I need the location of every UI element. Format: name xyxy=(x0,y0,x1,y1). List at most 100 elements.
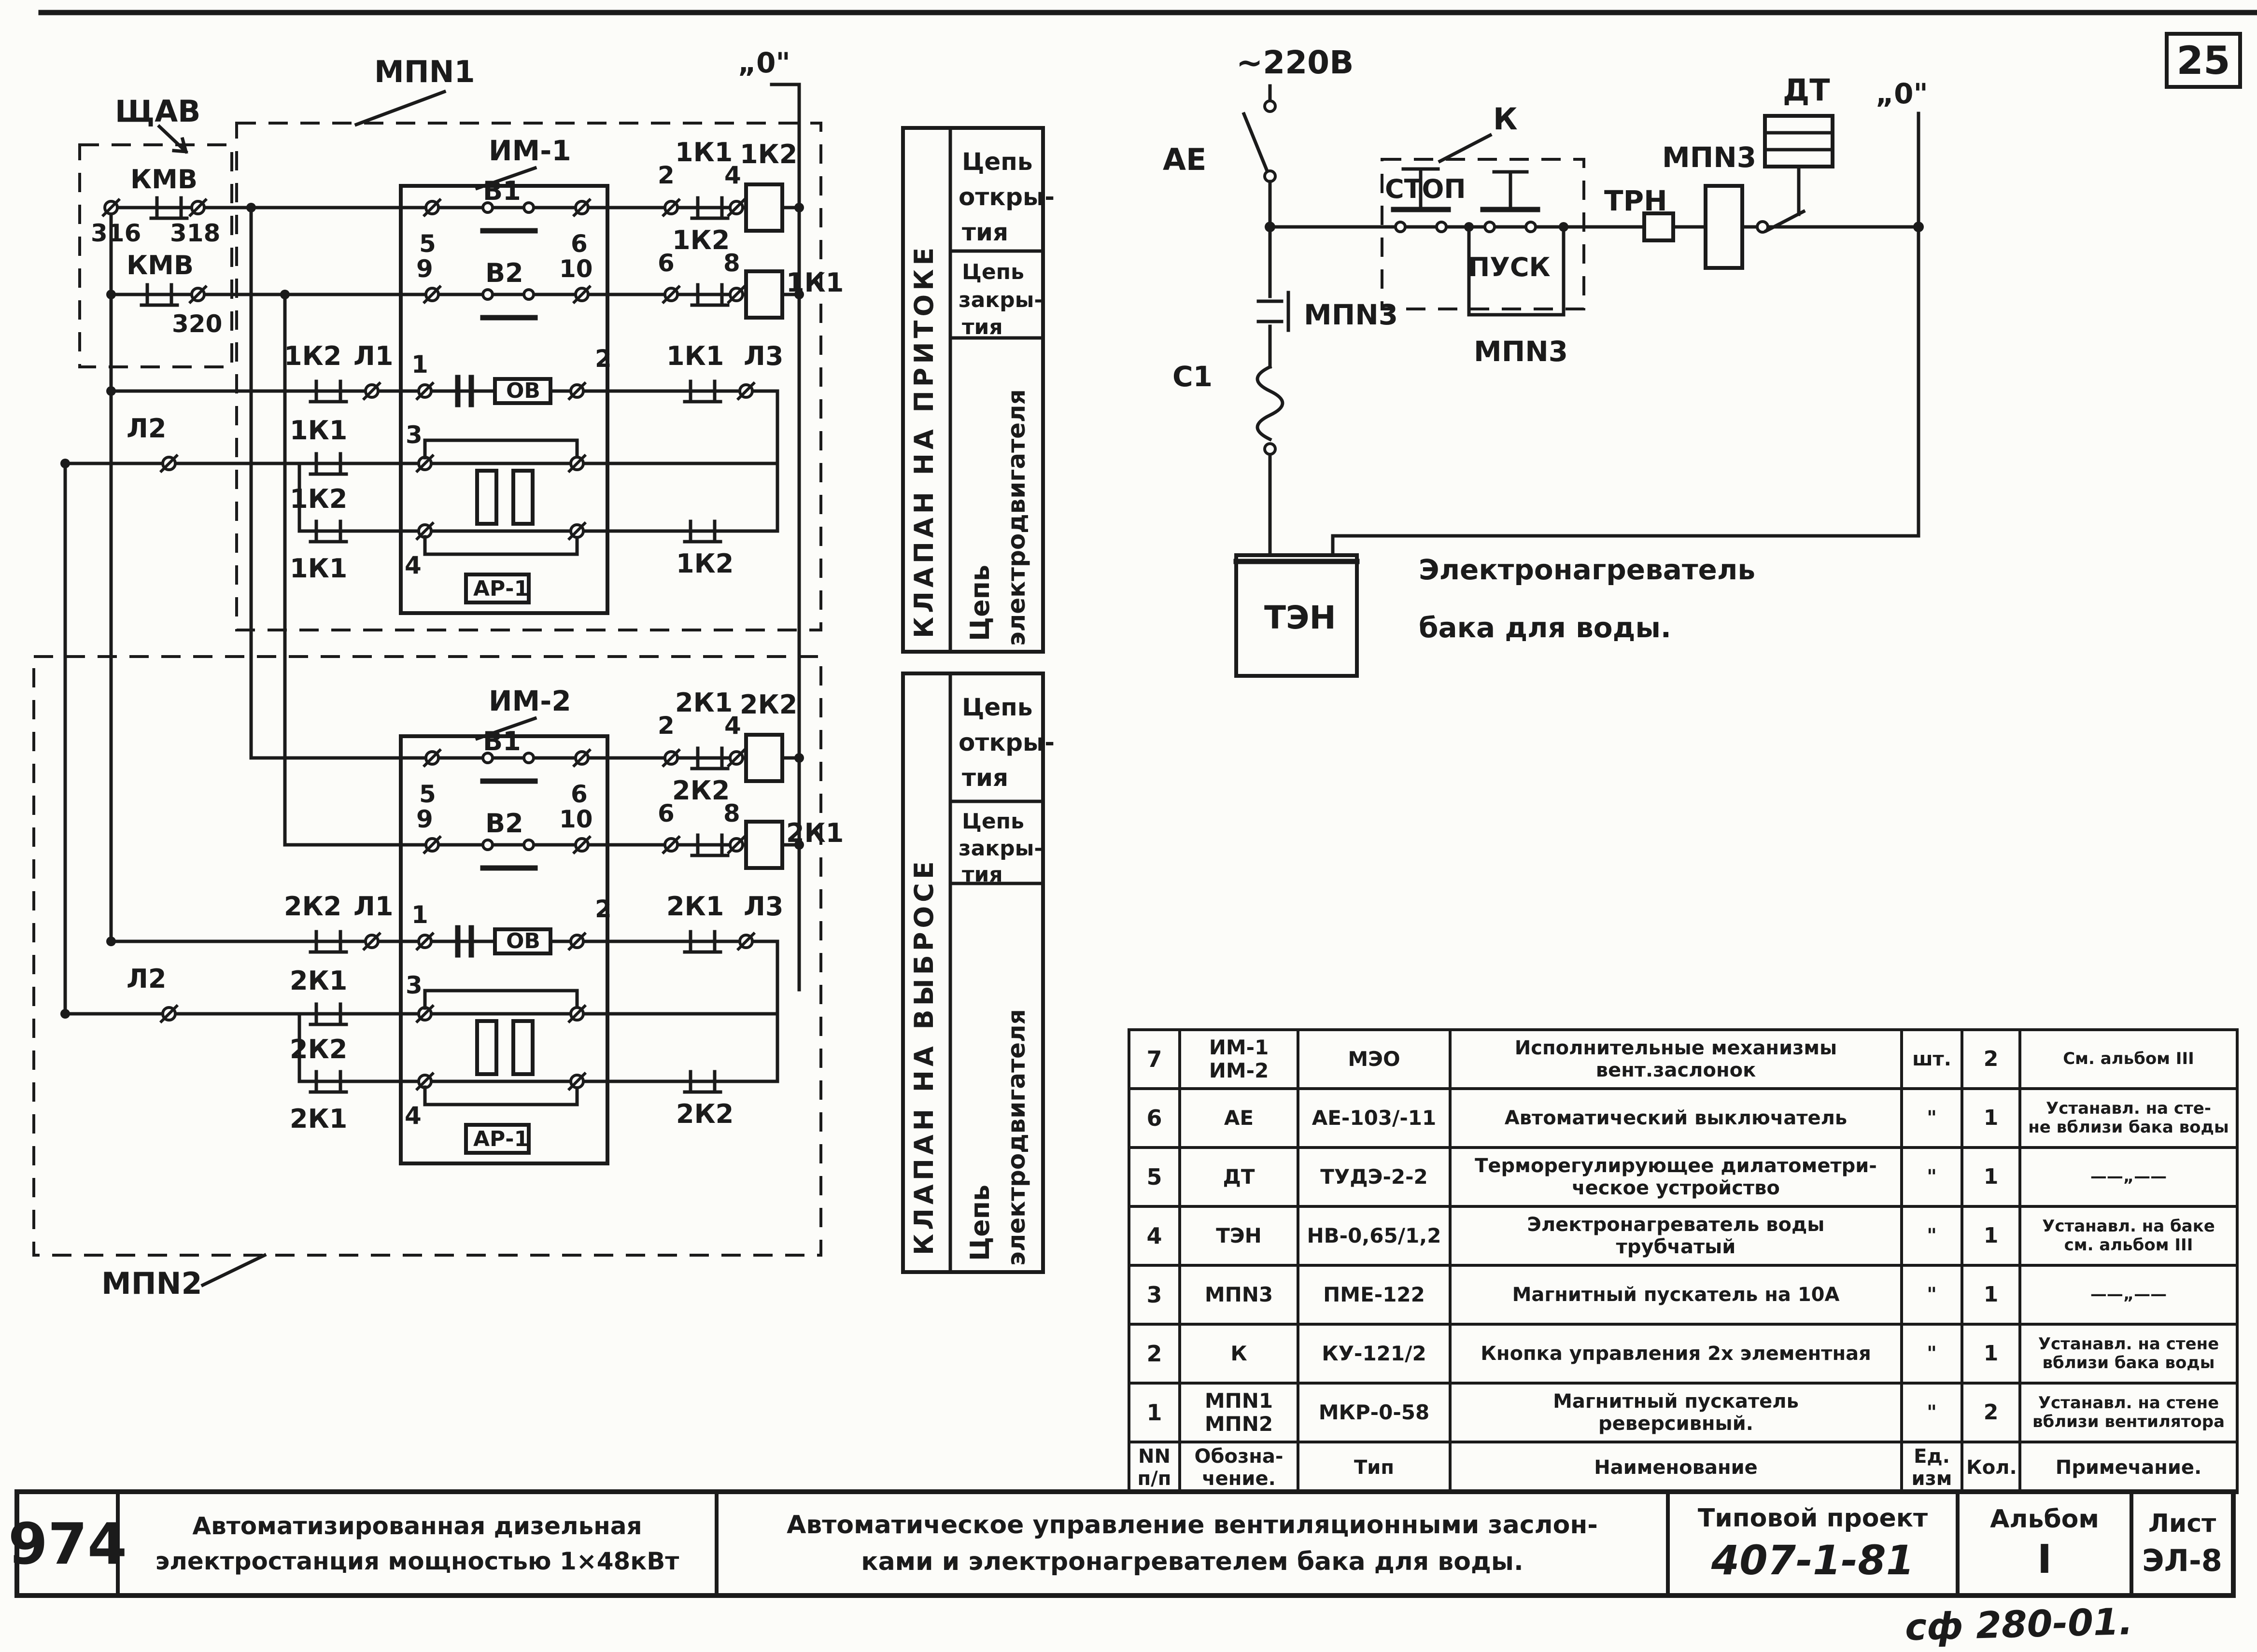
cell-text: Цепь xyxy=(965,565,995,641)
cell-text: Цепь xyxy=(962,693,1032,721)
plug-contact-icon xyxy=(572,197,592,218)
actuator-block-2: ИМ-2 В1 5 6 2 2К1 4 2К xyxy=(60,685,844,1165)
header-unit: Ед. изм xyxy=(1900,1441,1963,1494)
no-contact-icon xyxy=(683,379,722,404)
no-contact-icon xyxy=(683,930,722,954)
parts-cell-num: 5 xyxy=(1128,1146,1181,1208)
album-number: I xyxy=(2037,1537,2052,1582)
kmv1-label: КМВ xyxy=(130,164,197,195)
capacitor-icon xyxy=(455,375,474,407)
dt-device-lines xyxy=(1763,131,1834,152)
cell-text: Цепь xyxy=(962,148,1032,176)
b1-label: В1 xyxy=(483,176,521,206)
cell-text: тия xyxy=(962,862,1003,887)
t320-label: 320 xyxy=(172,310,222,338)
dt-device xyxy=(1763,114,1834,168)
t2b-label: 2 xyxy=(595,345,612,373)
plug-contact-icon xyxy=(188,197,208,218)
parts-cell-name: Магнитный пускатель на 10А xyxy=(1449,1264,1903,1326)
parts-cell-type: КУ-121/2 xyxy=(1297,1323,1452,1385)
selfhold-branch xyxy=(1467,225,1566,317)
contact-label: 1К1 xyxy=(290,415,347,446)
parts-cell-des: К xyxy=(1178,1323,1299,1385)
plug-contact-icon xyxy=(159,453,179,474)
ar-box xyxy=(464,573,531,604)
rc-zero-label: „0" xyxy=(1876,77,1928,110)
t10-label: 10 xyxy=(559,805,593,833)
parts-cell-name: Магнитный пускатель реверсивный. xyxy=(1449,1382,1903,1443)
cell-text: Цепь xyxy=(965,1185,995,1261)
l2-label: Л2 xyxy=(127,413,166,444)
contact-label: 1К2 xyxy=(676,548,734,579)
cell-text: откры- xyxy=(959,183,1055,211)
contact-label: 2К2 xyxy=(290,1034,347,1064)
table-side-label: КЛАПАН НА ПРИТОКЕ xyxy=(909,244,939,638)
t4-label: 4 xyxy=(405,551,422,579)
junction-dot xyxy=(106,386,116,396)
zero-label: „0" xyxy=(738,46,790,79)
parts-cell-name: Автоматический выключатель xyxy=(1449,1087,1903,1149)
parts-cell-type: ПМЕ-122 xyxy=(1297,1264,1452,1326)
switch-contact xyxy=(522,201,535,214)
t6b-label: 6 xyxy=(658,249,675,277)
plug-contact-icon xyxy=(567,1004,587,1024)
parts-header: NN п/п Обозна- чение. Тип Наименование Е… xyxy=(1128,1441,2239,1494)
mpn1-leader xyxy=(354,89,447,127)
im-leader xyxy=(475,716,537,741)
parts-cell-qty: 1 xyxy=(1961,1146,2021,1208)
switch-contact xyxy=(481,201,494,214)
plug-contact-icon xyxy=(422,284,442,305)
contact-label: 2К1 xyxy=(666,891,724,922)
parts-cell-unit: " xyxy=(1900,1264,1963,1326)
ten-label: ТЭН xyxy=(1264,599,1336,636)
coil-label: 2К2 xyxy=(740,689,797,720)
table-side-label: КЛАПАН НА ВЫБРОСЕ xyxy=(909,857,939,1255)
cell-text: электродвигателя xyxy=(1002,1009,1030,1266)
cell-text: Цепь xyxy=(962,260,1024,284)
shav-label: ЩАВ xyxy=(115,94,200,129)
nc-label: 2К1 xyxy=(675,687,733,718)
plug-contact-icon xyxy=(567,453,587,474)
header-note: Примечание. xyxy=(2018,1441,2239,1494)
nc-contact-icon xyxy=(690,283,730,307)
mpn3-left-label: МПN3 xyxy=(1304,298,1398,331)
parts-cell-num: 6 xyxy=(1128,1087,1181,1149)
t3-label: 3 xyxy=(406,971,423,999)
cell-text: закры- xyxy=(959,836,1043,861)
title-subject-line1: Автоматическое управление вентиляционным… xyxy=(787,1511,1598,1540)
mpn1-label: МПN1 xyxy=(374,54,475,89)
ar-label: АР-1 xyxy=(473,576,529,601)
resistor xyxy=(475,469,498,526)
no-contact-icon xyxy=(309,930,348,954)
winding-box xyxy=(493,927,552,955)
plug-contact-icon xyxy=(159,1004,179,1024)
title-subject-line2: ками и электронагревателем бака для воды… xyxy=(861,1547,1523,1576)
switch-contact xyxy=(522,839,535,851)
t2-label: 2 xyxy=(658,161,675,189)
ar-label: АР-1 xyxy=(473,1127,529,1151)
function-table-exhaust: КЛАПАН НА ВЫБРОСЕ Цепь откры- тия Цепь з… xyxy=(901,672,1055,1274)
t4-label: 4 xyxy=(405,1102,422,1130)
cell-text: тия xyxy=(962,218,1008,246)
im-label: ИМ-2 xyxy=(489,685,571,717)
nc-label: 2К2 xyxy=(672,775,730,806)
header-num: NN п/п xyxy=(1128,1441,1181,1494)
motor-rows: АР-1 Л2 1К1 3 1К2 1К1 4 1К2 xyxy=(60,389,779,604)
cell-text: тия xyxy=(962,315,1003,339)
winding-label: ОВ xyxy=(506,378,540,403)
mpn3-hold-label: МПN3 xyxy=(1474,335,1568,368)
header-qty: Кол. xyxy=(1961,1441,2021,1494)
plug-contact-icon xyxy=(726,835,747,855)
mpn3-contact-icon xyxy=(1256,291,1290,332)
winding-label: ОВ xyxy=(506,929,540,953)
bridge-top xyxy=(423,989,579,1010)
resistor xyxy=(475,1019,498,1076)
plug-contact-icon xyxy=(415,1004,435,1024)
no-contact-icon xyxy=(309,1070,348,1094)
